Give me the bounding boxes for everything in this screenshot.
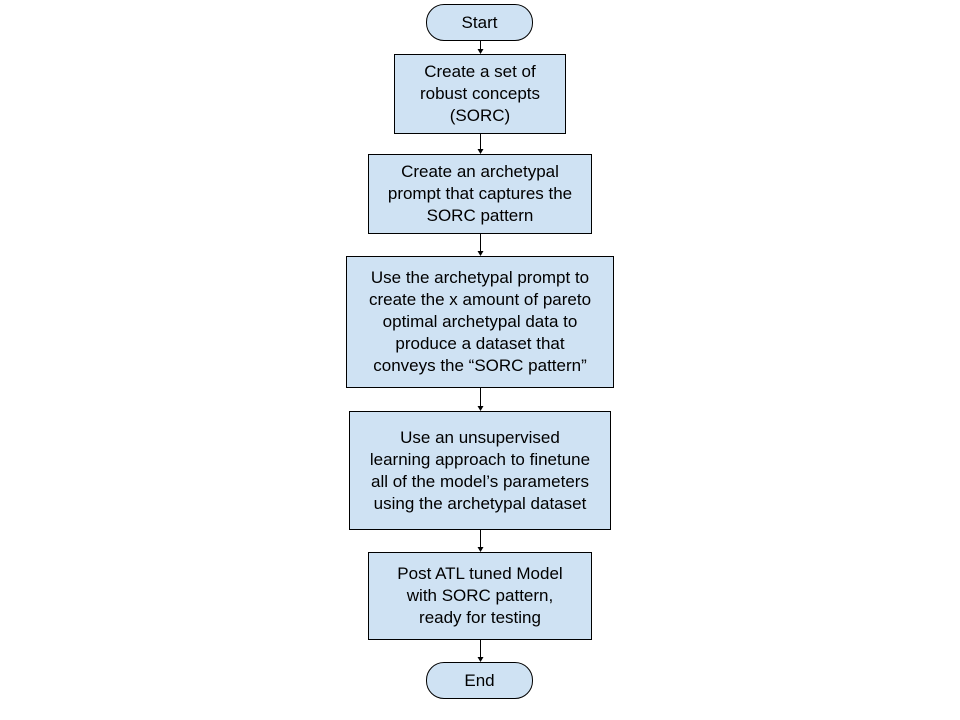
node-text-line: Start — [461, 12, 498, 32]
generate-dataset-step: Use the archetypal prompt to create the x… — [346, 256, 614, 388]
arrowhead-step2-to-step3 — [477, 251, 484, 256]
node-text-line: Create an archetypal — [401, 162, 559, 181]
node-text-line: (SORC) — [449, 106, 511, 125]
end-terminal: End — [426, 662, 533, 699]
arrowhead-step1-to-step2 — [477, 149, 484, 154]
arrowhead-start-to-step1 — [477, 49, 484, 54]
node-text-line: conveys the “SORC pattern” — [373, 356, 587, 375]
tuned-model-step: Post ATL tuned Model with SORC pattern, re… — [368, 552, 592, 640]
arrowhead-step4-to-step5 — [477, 547, 484, 552]
node-text-line: with SORC pattern, — [406, 586, 554, 605]
node-text-line: Use an unsupervised — [400, 427, 560, 447]
node-text-line: robust concepts — [419, 84, 540, 103]
node-text-line: End — [464, 670, 495, 690]
node-text-line: prompt that captures the — [387, 184, 573, 203]
node-text-line: Use the archetypal prompt to — [370, 268, 590, 287]
node-text-line: produce a dataset that — [395, 334, 565, 353]
node-text-line: SORC pattern — [426, 206, 534, 225]
create-sorc-step: Create a set of robust concepts (SORC) — [394, 54, 566, 134]
node-text-line: Create a set of — [424, 62, 536, 81]
arrowhead-step3-to-step4 — [477, 406, 484, 411]
node-text-line: all of the model’s parameters — [371, 471, 589, 491]
arrowhead-step5-to-end — [477, 657, 484, 662]
start-terminal: Start — [426, 4, 533, 41]
node-text-line: create the x amount of pareto — [368, 290, 592, 309]
node-text-line: using the archetypal dataset — [373, 493, 587, 513]
node-text-line: learning approach to finetune — [369, 449, 591, 469]
node-text-line: optimal archetypal data to — [382, 312, 578, 331]
node-text-line: Post ATL tuned Model — [397, 564, 563, 583]
archetypal-prompt-step: Create an archetypal prompt that captures… — [368, 154, 592, 234]
node-text-line: ready for testing — [419, 608, 541, 627]
